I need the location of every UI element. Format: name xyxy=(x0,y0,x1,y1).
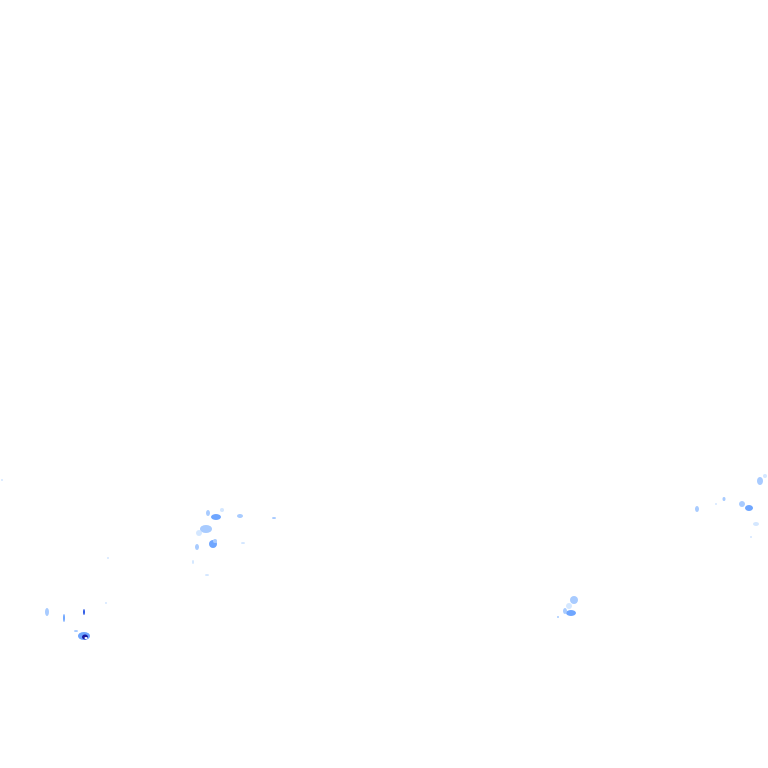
radar-echo xyxy=(757,477,763,485)
radar-echo xyxy=(745,505,753,511)
radar-echo xyxy=(763,474,767,478)
radar-echo xyxy=(237,514,243,518)
radar-echo xyxy=(1,479,3,481)
echo-cluster-southwest xyxy=(45,557,109,640)
radar-echo xyxy=(695,506,699,512)
radar-echo xyxy=(750,536,752,538)
radar-echo xyxy=(105,602,107,604)
radar-echo xyxy=(566,610,576,616)
radar-echo xyxy=(566,603,572,609)
radar-echo xyxy=(74,630,78,632)
radar-echo xyxy=(753,522,759,526)
radar-echo xyxy=(570,596,578,604)
radar-echo xyxy=(83,609,85,615)
radar-echo xyxy=(195,544,199,550)
radar-echo xyxy=(715,503,717,505)
radar-echo xyxy=(241,542,245,544)
radar-echo xyxy=(205,574,209,576)
radar-echo xyxy=(722,497,726,501)
radar-echo xyxy=(557,616,559,618)
radar-echo xyxy=(200,525,212,533)
radar-echo xyxy=(84,637,88,639)
radar-echo xyxy=(107,557,109,559)
radar-echo xyxy=(272,517,276,519)
radar-echo xyxy=(63,614,65,622)
echo-cluster-west-central xyxy=(192,508,276,576)
radar-echo xyxy=(192,560,194,564)
radar-echo xyxy=(211,514,221,520)
radar-echo xyxy=(82,634,88,640)
radar-echo xyxy=(45,608,49,616)
radar-echo xyxy=(196,530,202,536)
radar-echo xyxy=(220,508,224,512)
radar-echo xyxy=(563,608,567,614)
echo-cluster-south-central xyxy=(557,596,578,618)
radar-echo xyxy=(206,510,210,516)
radar-echo xyxy=(739,501,745,507)
radar-echo xyxy=(213,539,217,543)
echo-cluster-east xyxy=(695,474,767,538)
